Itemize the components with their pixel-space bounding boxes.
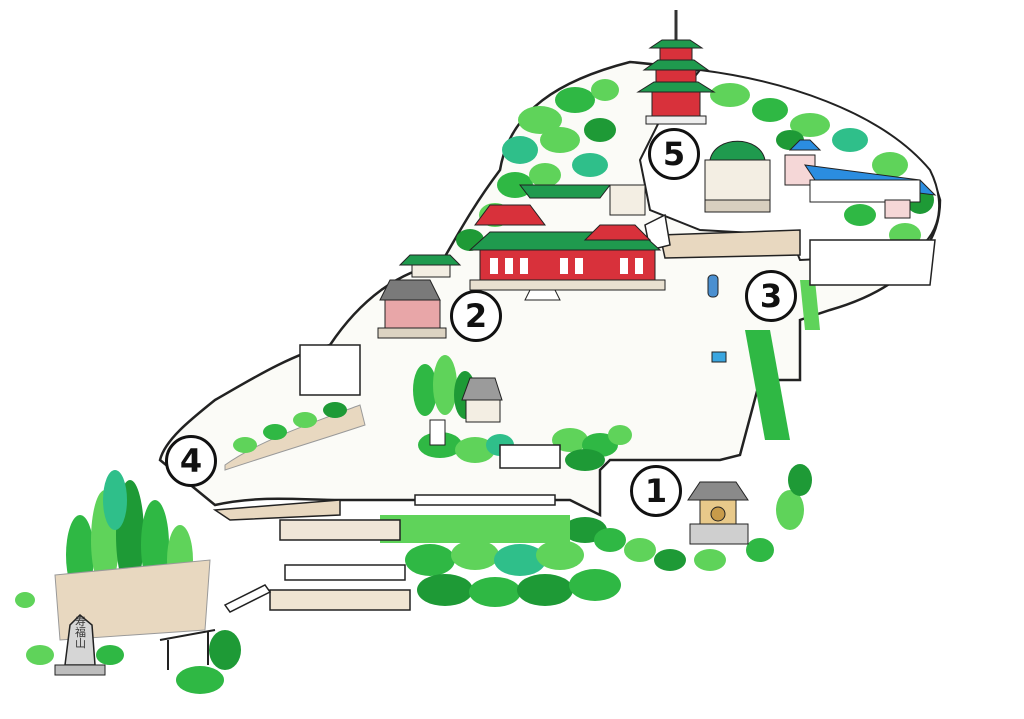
- stairs: [223, 213, 671, 613]
- foliage-upper-left: [456, 79, 619, 251]
- foliage-bell-area: [594, 464, 812, 571]
- statue-icon: [707, 274, 727, 363]
- terrace-walls: [54, 229, 936, 641]
- pagoda-icon: [636, 10, 716, 125]
- foliage-bottom-center: [380, 515, 621, 607]
- marker-5[interactable]: 5: [648, 128, 700, 180]
- foliage-strip-4: [224, 402, 366, 471]
- small-shrine-icon: [429, 377, 503, 446]
- foliage-right-slope: [745, 280, 820, 440]
- green-dome-hall-icon: [704, 140, 771, 213]
- blue-roof-hall-icon: [784, 139, 937, 219]
- stone-monument-text: 寿福山: [74, 614, 87, 648]
- marker-4[interactable]: 4: [165, 435, 217, 487]
- marker-1[interactable]: 1: [630, 465, 682, 517]
- main-hall-icon: [468, 184, 666, 301]
- torii-gate-icon: [159, 629, 216, 670]
- stone-monument: 寿福山: [54, 613, 106, 676]
- octagonal-hall-icon: [377, 254, 462, 339]
- foliage-center-right: [552, 425, 632, 471]
- marker-2[interactable]: 2: [450, 290, 502, 342]
- bell-tower-icon: [687, 481, 749, 545]
- foliage-center-left: [413, 355, 514, 463]
- marker-3[interactable]: 3: [745, 270, 797, 322]
- foliage-bottom-left: [15, 592, 241, 694]
